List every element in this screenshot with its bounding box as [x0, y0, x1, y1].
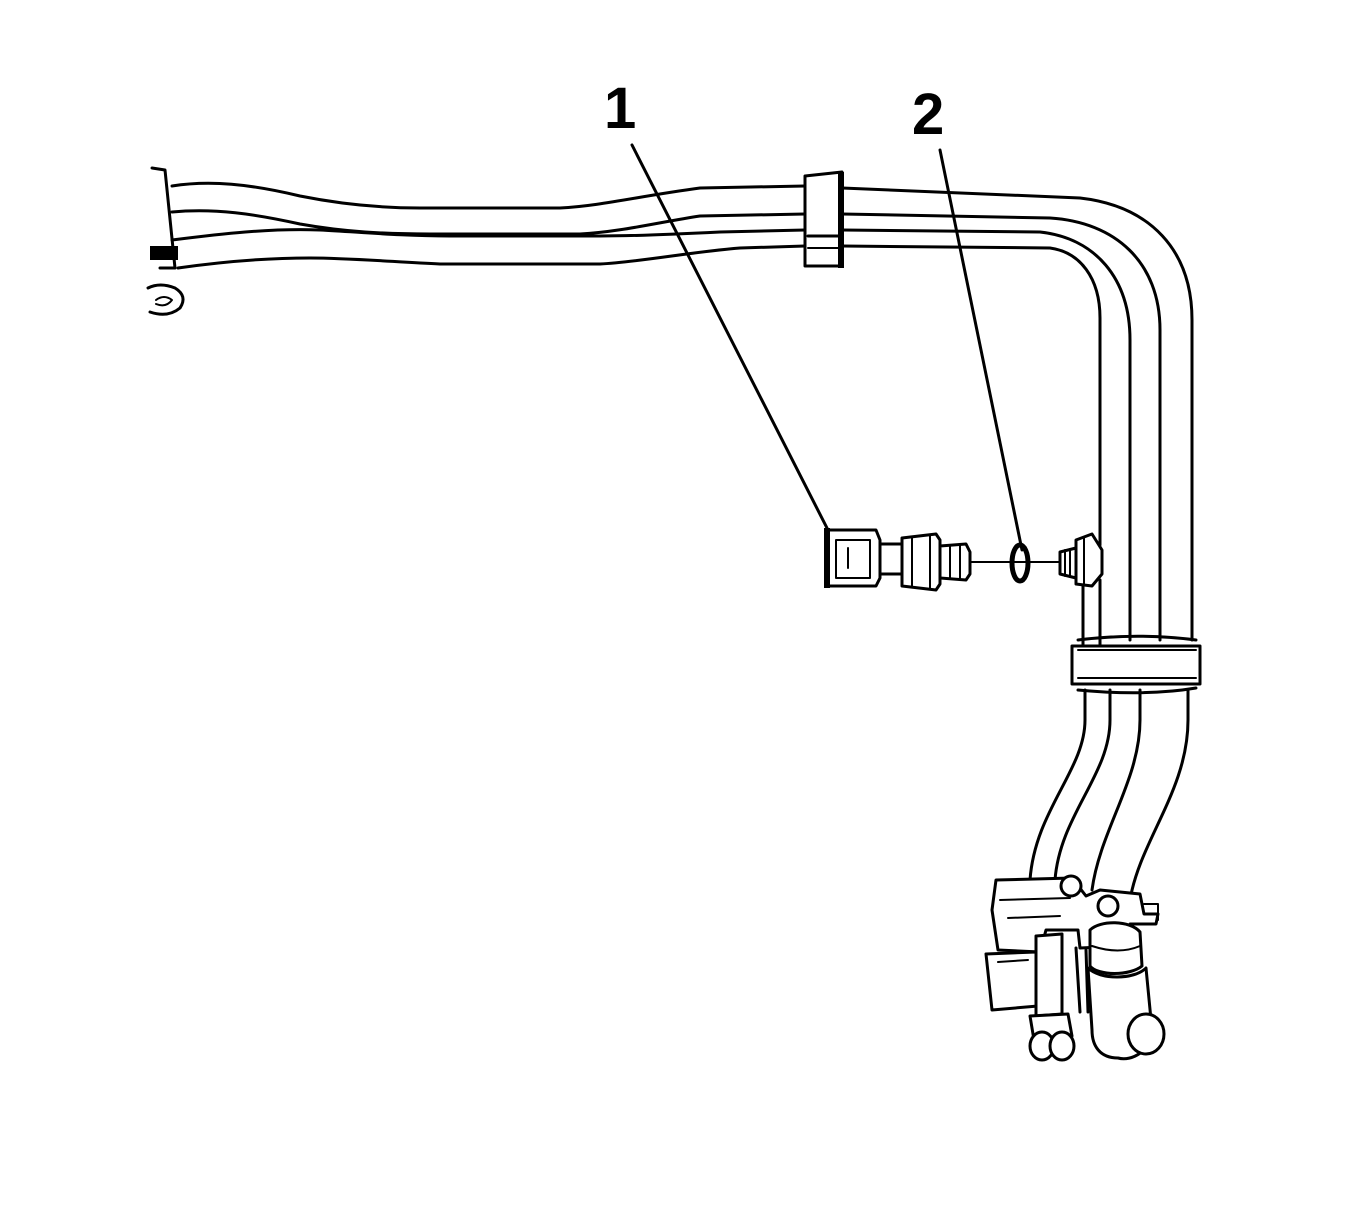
callout-2-leader — [938, 148, 1024, 552]
callout-1-leader — [630, 143, 830, 532]
callout-2-label: 2 — [912, 82, 944, 147]
callout-1-label: 1 — [604, 76, 636, 141]
sensor-port-fitting — [1058, 532, 1104, 588]
refrigerant-line-bundle — [146, 166, 1202, 902]
pressure-sensor — [824, 528, 972, 592]
lower-fitting-block — [984, 874, 1166, 1062]
